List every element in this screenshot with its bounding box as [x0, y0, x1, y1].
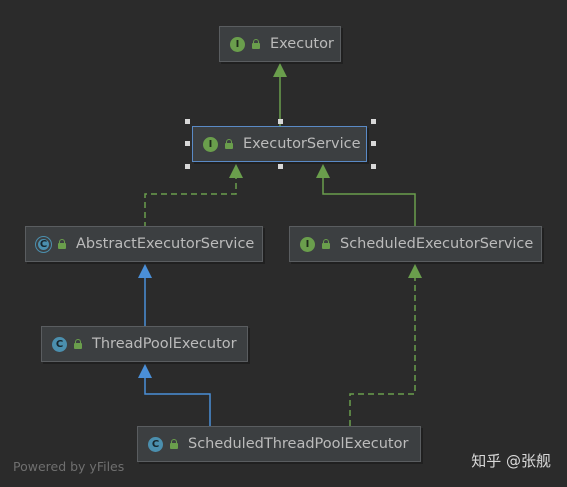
edge-scheduledthreadpoolexecutor-extends-threadpoolexecutor	[138, 364, 211, 426]
watermark: 知乎 @张舰	[471, 452, 551, 470]
selection-handle-middle-right[interactable]	[371, 141, 376, 146]
node-executor[interactable]: I Executor	[219, 26, 341, 62]
edge-scheduledexecutorservice-extends-executorservice	[316, 164, 416, 228]
selection-handle-bottom-right[interactable]	[371, 164, 376, 169]
node-label: AbstractExecutorService	[76, 236, 255, 252]
edge-threadpoolexecutor-extends-abstractexecutorservice	[138, 264, 152, 326]
node-label: ThreadPoolExecutor	[92, 336, 237, 352]
edge-executorservice-extends-executor	[273, 63, 287, 126]
node-label: Executor	[270, 36, 334, 52]
selection-handle-top-left[interactable]	[185, 119, 190, 124]
powered-by-footer: Powered by yFiles	[13, 459, 125, 474]
node-label: ExecutorService	[243, 136, 361, 152]
node-abstractexecutorservice[interactable]: C AbstractExecutorService	[25, 226, 263, 262]
class-icon: C	[148, 436, 163, 452]
public-access-icon	[73, 339, 83, 349]
selection-handle-bottom-center[interactable]	[278, 164, 283, 169]
node-label: ScheduledThreadPoolExecutor	[188, 436, 409, 452]
selection-handle-bottom-left[interactable]	[185, 164, 190, 169]
abstract-class-icon: C	[36, 236, 51, 252]
node-threadpoolexecutor[interactable]: C ThreadPoolExecutor	[41, 326, 248, 362]
interface-icon: I	[300, 236, 315, 252]
edge-scheduledthreadpoolexecutor-implements-scheduledexecutorservice	[349, 264, 422, 426]
interface-icon: I	[230, 36, 245, 52]
edge-abstractexecutorservice-implements-executorservice	[144, 164, 243, 228]
public-access-icon	[57, 239, 67, 249]
node-scheduledthreadpoolexecutor[interactable]: C ScheduledThreadPoolExecutor	[137, 426, 421, 462]
public-access-icon	[224, 139, 234, 149]
class-icon: C	[52, 336, 67, 352]
node-label: ScheduledExecutorService	[340, 236, 534, 252]
selection-handle-top-right[interactable]	[371, 119, 376, 124]
selection-handle-middle-left[interactable]	[185, 141, 190, 146]
public-access-icon	[169, 439, 179, 449]
node-executorservice[interactable]: I ExecutorService	[192, 126, 367, 162]
public-access-icon	[321, 239, 331, 249]
interface-icon: I	[203, 136, 218, 152]
selection-handle-top-center[interactable]	[278, 119, 283, 124]
public-access-icon	[251, 39, 261, 49]
node-scheduledexecutorservice[interactable]: I ScheduledExecutorService	[289, 226, 542, 262]
